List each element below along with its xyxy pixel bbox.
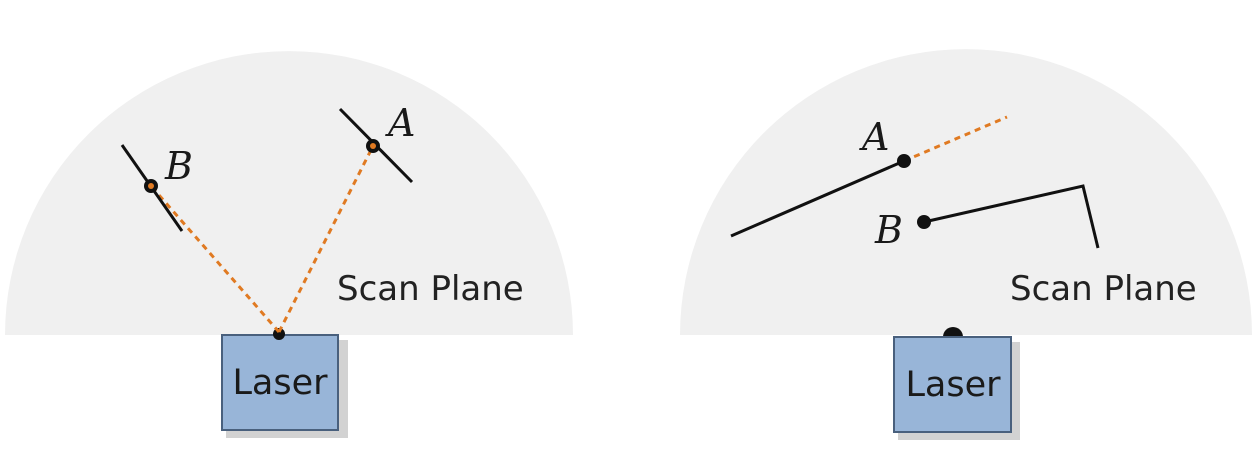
surface-line-b — [923, 184, 1100, 249]
scan-plane-area — [5, 51, 573, 335]
point-a-label: A — [859, 115, 889, 159]
scan-plane-label: Scan Plane — [1010, 269, 1197, 309]
panel-right: Laser A B Scan Plane — [680, 49, 1252, 440]
point-a-marker — [897, 154, 911, 168]
point-a-marker-inner — [370, 143, 376, 149]
scan-plane-label: Scan Plane — [337, 269, 524, 309]
laser-box — [221, 334, 339, 431]
point-b-label: B — [164, 144, 193, 188]
scan-plane-area — [680, 49, 1252, 335]
laser-label: Laser — [905, 365, 1001, 405]
surface-line-a — [730, 159, 905, 238]
point-b-marker-inner — [148, 183, 154, 189]
ray-extension-a — [903, 115, 1008, 163]
point-a-label: A — [385, 101, 415, 145]
laser-emitter — [273, 328, 285, 340]
panel-left: Laser B A Scan Plane — [5, 51, 573, 438]
point-b-marker — [917, 215, 931, 229]
point-b-label: B — [874, 208, 903, 252]
laser-label: Laser — [232, 363, 328, 403]
laser-ray-to-a — [277, 145, 375, 333]
laser-box — [893, 336, 1012, 433]
